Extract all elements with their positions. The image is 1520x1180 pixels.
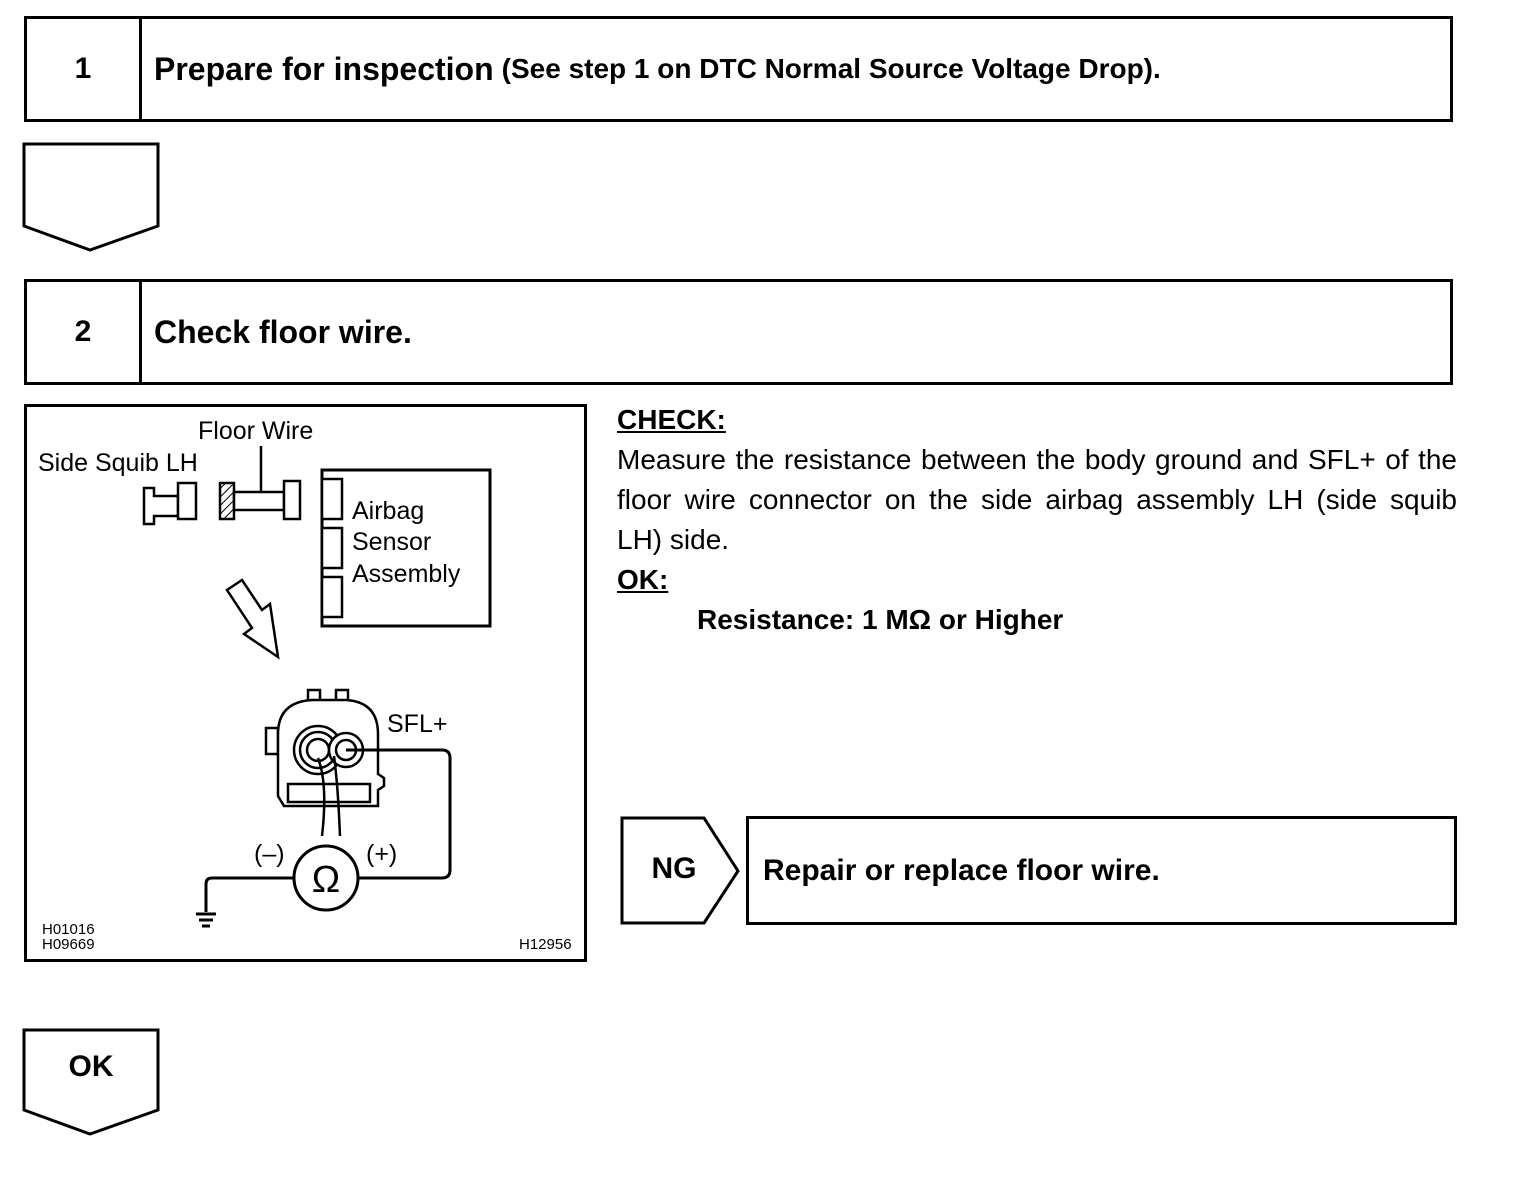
step-2-number: 2: [27, 282, 142, 382]
ok-down-arrow-icon: [22, 1028, 162, 1140]
step-1-reference: (See step 1 on DTC Normal Source Voltage…: [501, 53, 1161, 84]
side-squib-label: Side Squib LH: [38, 449, 198, 477]
figure-code-3: H12956: [519, 936, 572, 953]
positive-probe-label: (+): [366, 840, 397, 868]
ohmmeter: Ω: [292, 844, 360, 912]
figure-code-2: H09669: [42, 936, 95, 953]
check-description: Measure the resistance between the body …: [617, 444, 1457, 555]
step-1-title: Prepare for inspection: [154, 50, 494, 87]
ok-heading: OK:: [617, 564, 669, 595]
step-1-box: 1 Prepare for inspection (See step 1 on …: [24, 16, 1453, 122]
ok-label: OK: [68, 1050, 114, 1083]
negative-probe-label: (–): [254, 840, 285, 868]
connector-front-view: [264, 688, 386, 837]
ohm-icon: Ω: [312, 859, 340, 901]
floor-wire-label: Floor Wire: [198, 417, 313, 445]
floor-wire-connector: [218, 446, 302, 521]
step-2-title: Check floor wire.: [154, 313, 412, 350]
ng-arrow-icon: [620, 816, 742, 931]
step-2-box: 2 Check floor wire.: [24, 279, 1453, 385]
flow-down-arrow-icon: [22, 142, 162, 254]
figure-code-1: H01016: [42, 921, 95, 938]
airbag-label-line-1: Airbag: [352, 497, 424, 525]
step-1-title-row: Prepare for inspection (See step 1 on DT…: [142, 19, 1161, 119]
ng-label: NG: [651, 852, 697, 885]
ng-action-box: Repair or replace floor wire.: [746, 816, 1457, 925]
side-squib-connector: [142, 481, 198, 526]
direction-arrow-icon: [225, 578, 280, 660]
resistance-spec: Resistance: 1 MΩ or Higher: [697, 604, 1064, 635]
airbag-label-line-3: Assembly: [352, 560, 461, 588]
check-section: CHECK: Measure the resistance between th…: [617, 400, 1457, 640]
sfl-plus-label: SFL+: [387, 710, 447, 738]
meter-circuit: [196, 748, 452, 928]
connector-diagram: Floor Wire Side Squib LH Airbag Sensor A…: [24, 404, 587, 962]
check-heading: CHECK:: [617, 404, 726, 435]
airbag-sensor-assembly: Airbag Sensor Assembly: [320, 468, 492, 628]
step-1-number: 1: [27, 19, 142, 119]
airbag-label-line-2: Sensor: [352, 528, 431, 556]
